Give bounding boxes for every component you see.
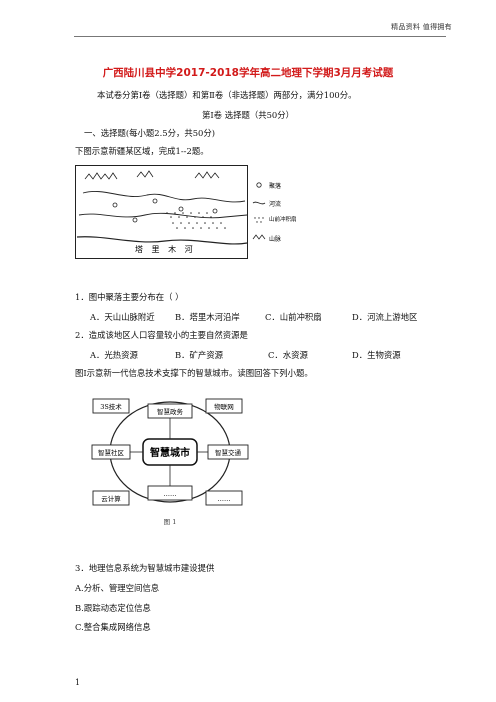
river-middle [78,212,248,219]
box-smart-traffic [207,444,249,460]
box-bottom-right [205,490,243,506]
box-bottom-center [147,485,193,501]
label-cloud: 云计算 [101,494,121,503]
box-3s-tech [92,398,130,414]
alluvial-fan-pattern [166,212,226,229]
xinjiang-map: 塔 里 木 河 聚落 河流 山前冲积扇 山脉 [75,165,297,259]
river-upper [82,191,246,203]
legend-river-icon [252,201,266,205]
river-label: 塔 里 木 河 [135,244,196,254]
map-legend: 聚落 河流 山前冲积扇 山脉 [252,182,297,243]
smart-city-diagram: 智慧城市 3S技术 智慧政务 物联网 智慧社区 智慧交通 云计算 …… …… 图… [91,398,249,526]
q2-option-a: A．光热资源 [90,350,138,360]
q3-option-c: C.整合集成网络信息 [75,622,151,632]
q1-option-a: A．天山山脉附近 [90,312,155,322]
label-3s-tech: 3S技术 [100,402,122,411]
q2-option-b: B．矿产资源 [175,350,224,360]
page-number: 1 [75,678,81,687]
q1-option-b: B．塔里木河沿岸 [175,312,240,322]
box-smart-community [91,444,131,460]
legend-fan-icon [254,217,264,223]
center-label: 智慧城市 [150,446,190,459]
figure-caption: 图 1 [164,518,177,526]
question-2-stem: 2．造成该地区人口容量较小的主要自然资源是 [75,330,248,340]
legend-settlement: 聚落 [269,182,281,190]
map-intro: 下图示意新疆某区域，完成1--2题。 [75,146,209,156]
box-cloud [92,490,130,506]
part-one-heading: 一、选择题(每小题2.5分，共50分) [84,128,216,138]
q1-option-c: C．山前冲积扇 [265,312,322,322]
mountain-range-symbols [84,170,220,180]
label-smart-community: 智慧社区 [98,448,125,457]
q3-option-b: B.跟踪动态定位信息 [75,603,151,613]
q3-option-a: A.分析、管理空间信息 [75,583,160,593]
header-divider [74,36,446,37]
section-heading: 第Ⅰ卷 选择题（共50分） [201,110,294,120]
intro-text: 本试卷分第Ⅰ卷（选择题）和第Ⅱ卷（非选择题）两部分，满分100分。 [97,90,357,100]
legend-settlement-icon [256,182,262,188]
label-bottom-center: …… [164,490,177,498]
legend-river: 河流 [269,200,281,208]
header-right-text: 精品资料 值得拥有 [391,23,452,31]
settlement-markers [112,198,218,223]
question-1-stem: 1．图中聚落主要分布在（ ） [75,292,184,302]
legend-alluvial-fan: 山前冲积扇 [269,215,297,223]
question-3-stem: 3．地理信息系统为智慧城市建设提供 [75,563,215,573]
legend-mountain-icon [252,234,266,240]
document-title: 广西陆川县中学2017-2018学年高二地理下学期3月月考试题 [102,67,394,79]
q2-option-d: D．生物资源 [352,350,401,360]
label-smart-gov: 智慧政务 [157,407,184,416]
q1-option-d: D．河流上游地区 [352,312,418,322]
tarim-river-line [76,236,248,245]
label-bottom-right: …… [218,495,231,503]
box-smart-gov [147,403,193,419]
label-smart-traffic: 智慧交通 [215,448,242,457]
box-iot [205,398,243,414]
label-iot: 物联网 [214,402,234,411]
legend-mountain: 山脉 [269,235,281,243]
q2-option-c: C．水资源 [268,350,308,360]
figure-intro: 图Ⅰ示意新一代信息技术支撑下的智慧城市。读图回答下列小题。 [75,368,313,378]
